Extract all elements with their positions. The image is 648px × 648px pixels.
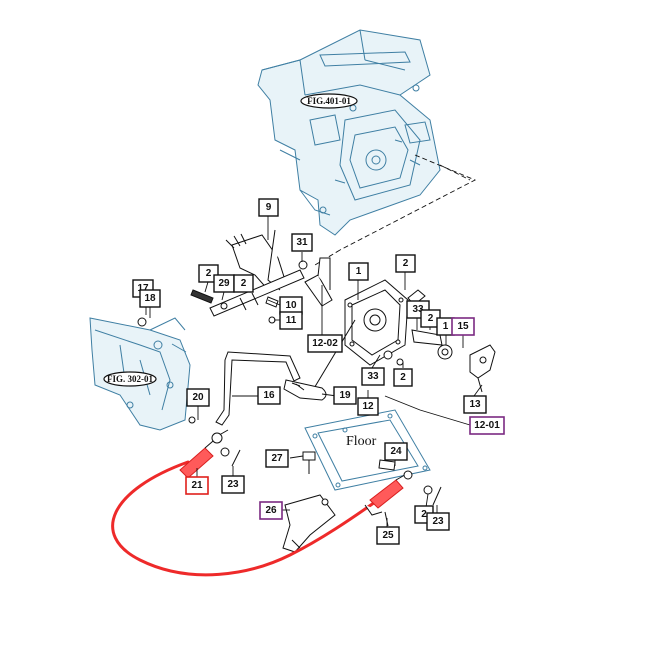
callout-13-label: 13	[469, 399, 481, 410]
callout-23-a[interactable]: 23	[221, 475, 245, 494]
callout-25[interactable]: 25	[376, 526, 400, 545]
callout-19[interactable]: 19	[333, 386, 357, 405]
callout-33-b-label: 33	[367, 371, 379, 382]
callout-12-01-label: 12-01	[474, 420, 500, 431]
cable-bracket	[282, 494, 336, 553]
callout-11-label: 11	[286, 315, 297, 326]
transmission-housing	[257, 29, 441, 236]
callout-12-02-label: 12-02	[312, 338, 338, 349]
callout-21[interactable]: 21	[185, 476, 209, 495]
pin-24	[378, 459, 396, 471]
callout-31-label: 31	[296, 237, 308, 248]
callout-31[interactable]: 31	[291, 233, 313, 252]
callout-1[interactable]: 1	[348, 262, 369, 281]
callout-15-label: 15	[457, 321, 469, 332]
callout-2-a-label: 2	[206, 268, 212, 279]
callout-24-label: 24	[390, 446, 402, 457]
callout-23-a-label: 23	[227, 479, 239, 490]
callout-12-label: 12	[362, 401, 374, 412]
callout-29[interactable]: 29	[213, 274, 235, 293]
callout-9-label: 9	[266, 202, 272, 213]
callout-24[interactable]: 24	[384, 442, 408, 461]
callout-12[interactable]: 12	[357, 397, 379, 416]
cover-plate	[304, 257, 409, 366]
callout-18[interactable]: 18	[139, 289, 161, 308]
callout-2-c-label: 2	[403, 258, 409, 269]
callout-1-label: 1	[356, 266, 362, 277]
callout-29-label: 29	[218, 278, 230, 289]
callout-26[interactable]: 26	[259, 501, 283, 520]
callout-27-label: 27	[271, 453, 283, 464]
callout-13[interactable]: 13	[463, 395, 487, 414]
callout-33-a-label: 33	[412, 304, 424, 315]
callout-1-b-label: 1	[443, 321, 449, 332]
callouts: 9 31 2 29 2 1 2 17 18 10 11 33 2 1 15 12…	[132, 198, 505, 545]
figure-ref-gearcase-label: FIG.401-01	[307, 96, 351, 106]
callout-25-label: 25	[382, 530, 394, 541]
bolt-27	[302, 451, 316, 474]
callout-16-label: 16	[263, 390, 275, 401]
callout-2-f-label: 2	[421, 509, 427, 520]
callout-2-b-label: 2	[241, 278, 247, 289]
callout-27[interactable]: 27	[265, 449, 289, 468]
callout-2-c[interactable]: 2	[395, 254, 416, 273]
callout-11[interactable]: 11	[279, 311, 303, 330]
figure-ref-frame[interactable]: FIG. 302-01	[103, 371, 157, 387]
callout-2-b[interactable]: 2	[233, 274, 254, 293]
callout-18-label: 18	[144, 293, 156, 304]
callout-2-e[interactable]: 2	[393, 368, 413, 387]
callout-2-a[interactable]: 2	[198, 264, 219, 283]
callout-19-label: 19	[339, 390, 351, 401]
shift-shaft	[209, 269, 305, 317]
callout-16[interactable]: 16	[257, 386, 281, 405]
callout-12-01[interactable]: 12-01	[469, 416, 505, 435]
callout-12-02[interactable]: 12-02	[307, 334, 343, 353]
callout-20-label: 20	[192, 392, 204, 403]
lever-bracket-right	[469, 344, 496, 393]
callout-9[interactable]: 9	[258, 198, 279, 217]
callout-2-e-label: 2	[400, 372, 406, 383]
callout-20[interactable]: 20	[186, 388, 210, 407]
callout-10-label: 10	[285, 300, 297, 311]
callout-21-label: 21	[191, 480, 203, 491]
callout-26-label: 26	[265, 505, 277, 516]
figure-ref-gearcase[interactable]: FIG.401-01	[300, 93, 358, 109]
shift-cable	[111, 429, 413, 577]
shift-rod	[215, 351, 327, 426]
floor-plate	[304, 409, 431, 491]
callout-17-label: 17	[137, 283, 149, 294]
callout-23-b-label: 23	[432, 516, 444, 527]
callout-23-b[interactable]: 23	[426, 512, 450, 531]
callout-2-d-label: 2	[428, 313, 434, 324]
floor-label: Floor	[346, 434, 377, 449]
callout-15[interactable]: 15	[451, 317, 475, 336]
callout-33-b[interactable]: 33	[361, 367, 385, 386]
figure-ref-frame-label: FIG. 302-01	[107, 374, 153, 384]
